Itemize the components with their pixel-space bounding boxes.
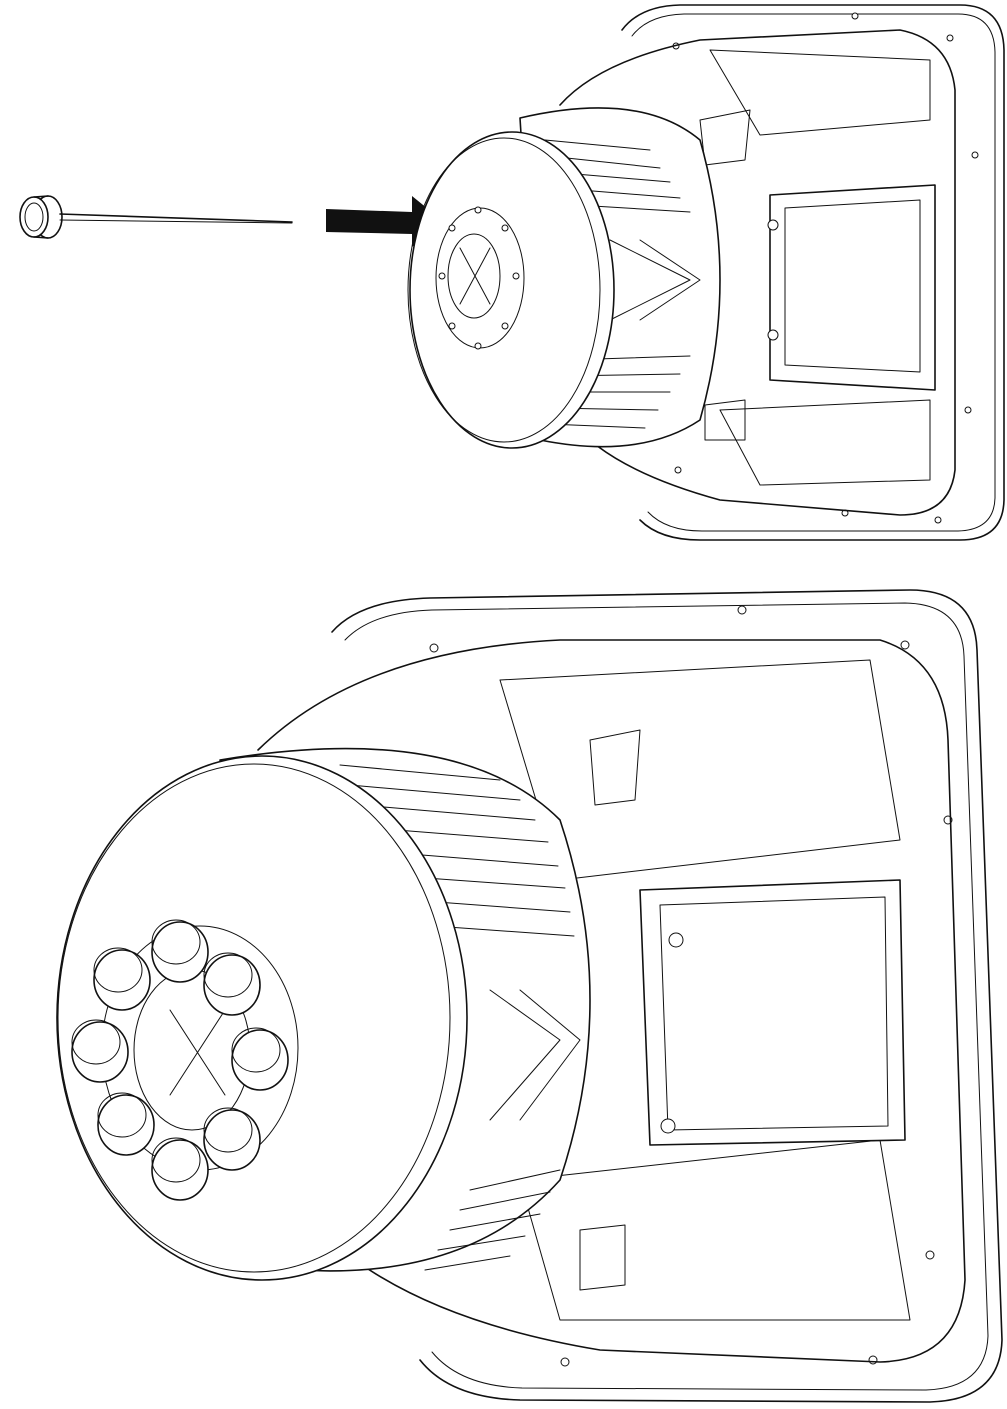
subwoofer-top bbox=[407, 4, 1005, 541]
bottom-step bbox=[56, 589, 1003, 1403]
top-step bbox=[19, 4, 1005, 541]
weight-plugs-installed bbox=[71, 919, 289, 1201]
subwoofer-bottom bbox=[56, 589, 1003, 1403]
weight-plug-loose bbox=[19, 195, 293, 239]
